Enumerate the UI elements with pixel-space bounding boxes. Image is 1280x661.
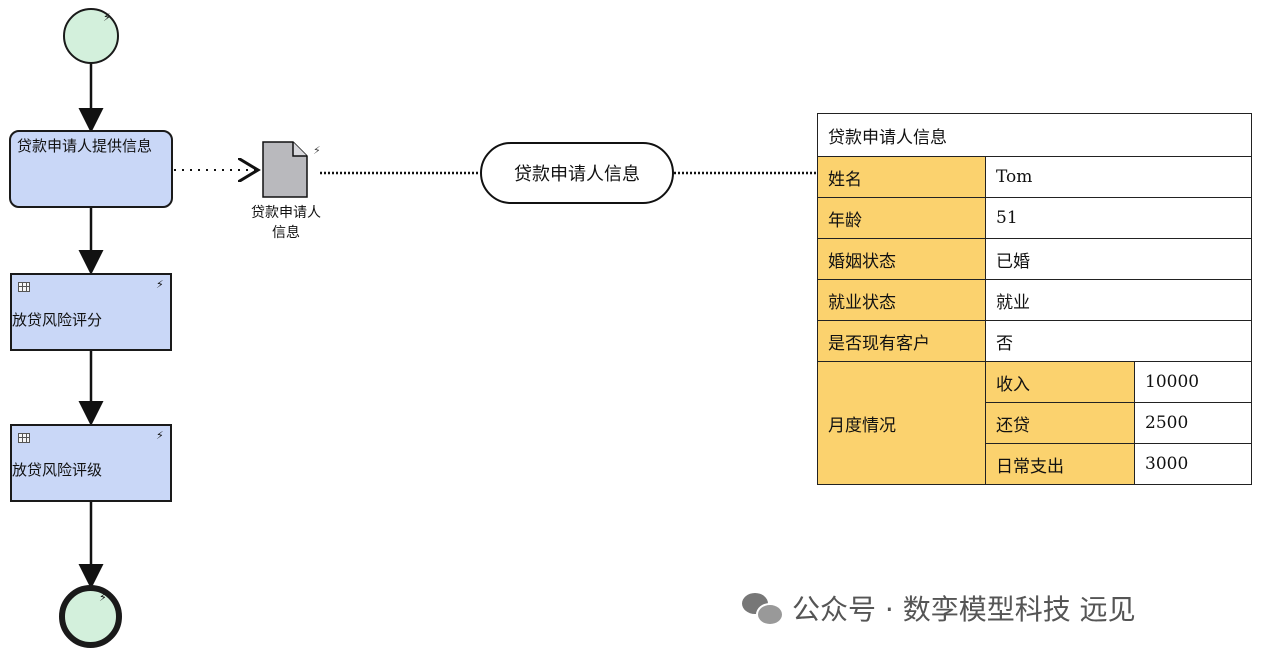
table-row: 月度情况 收入 10000	[817, 361, 1252, 485]
start-event[interactable]: ⚡	[63, 8, 119, 64]
end-event[interactable]: ⚡	[59, 585, 122, 648]
bolt-icon: ⚡	[156, 429, 164, 442]
table-value-cell: 就业	[985, 279, 1252, 321]
table-key-cell: 年龄	[817, 197, 986, 239]
bolt-icon: ⚡	[156, 278, 164, 291]
table-subvalue-cell: 3000	[1134, 443, 1252, 485]
document-label-line1: 贷款申请人	[251, 205, 321, 221]
watermark: 公众号 · 数孪模型科技 远见	[742, 588, 1136, 628]
task-risk-score[interactable]: ⚡ 放贷风险评分	[10, 273, 172, 351]
table-icon	[18, 433, 30, 443]
table-key-cell: 月度情况	[817, 361, 986, 485]
watermark-text: 公众号 · 数孪模型科技 远见	[792, 593, 1136, 626]
table-row: 就业状态 就业	[817, 279, 1252, 321]
table-row: 姓名 Tom	[817, 156, 1252, 198]
bolt-icon: ⚡	[103, 11, 111, 24]
table-row: 年龄 51	[817, 197, 1252, 239]
table-title: 贷款申请人信息	[817, 113, 1252, 157]
table-value-cell: 51	[985, 197, 1252, 239]
table-subkey-cell: 收入	[985, 361, 1135, 403]
table-key-cell: 是否现有客户	[817, 320, 986, 362]
table-subkey-cell: 日常支出	[985, 443, 1135, 485]
wechat-icon	[742, 591, 784, 626]
table-value-cell: Tom	[985, 156, 1252, 198]
task-label: 放贷风险评级	[12, 461, 103, 479]
data-input-node[interactable]: 贷款申请人信息	[480, 142, 674, 204]
table-header-row: 贷款申请人信息	[817, 113, 1252, 157]
table-value-cell: 已婚	[985, 238, 1252, 280]
data-input-label: 贷款申请人信息	[514, 164, 640, 185]
applicant-info-table: 贷款申请人信息 姓名 Tom 年龄 51 婚姻状态 已婚 就业状态 就业 是否现…	[817, 113, 1252, 485]
document-label-line2: 信息	[272, 225, 300, 241]
task-risk-rating[interactable]: ⚡ 放贷风险评级	[10, 424, 172, 502]
table-subvalue-cell: 2500	[1134, 402, 1252, 444]
table-key-cell: 姓名	[817, 156, 986, 198]
document-icon[interactable]	[262, 141, 308, 198]
table-subvalue-cell: 10000	[1134, 361, 1252, 403]
task-label: 放贷风险评分	[12, 311, 103, 329]
task-provide-info[interactable]: 贷款申请人提供信息	[9, 130, 173, 208]
bolt-icon: ⚡	[99, 591, 107, 604]
table-row: 是否现有客户 否	[817, 320, 1252, 362]
table-value-cell: 否	[985, 320, 1252, 362]
bolt-icon: ⚡	[313, 144, 321, 157]
table-row: 婚姻状态 已婚	[817, 238, 1252, 280]
table-key-cell: 婚姻状态	[817, 238, 986, 280]
table-key-cell: 就业状态	[817, 279, 986, 321]
table-subkey-cell: 还贷	[985, 402, 1135, 444]
table-row: 日常支出 3000	[818, 443, 1252, 485]
document-label: 贷款申请人 信息	[240, 203, 332, 243]
table-icon	[18, 282, 30, 292]
task-label: 贷款申请人提供信息	[17, 137, 153, 155]
